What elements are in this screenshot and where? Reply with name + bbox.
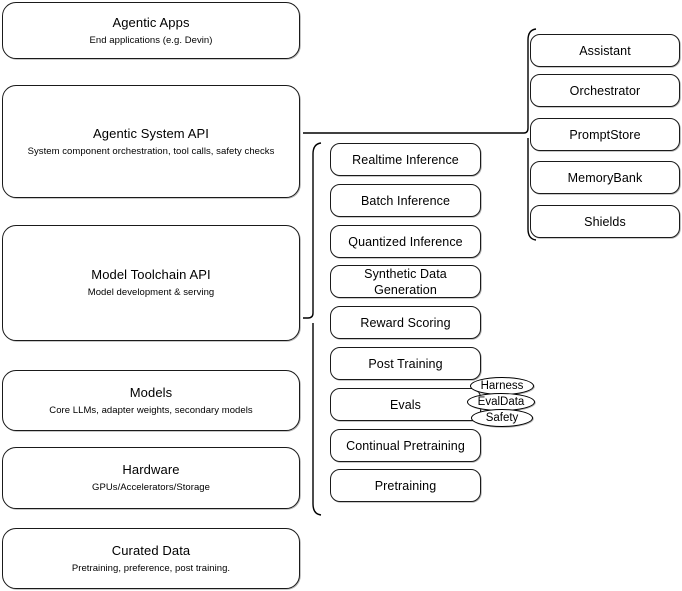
component-box-shields[interactable]: Shields — [530, 205, 680, 238]
component-box-memorybank[interactable]: MemoryBank — [530, 161, 680, 194]
layer-box-curated-data[interactable]: Curated Data Pretraining, preference, po… — [2, 528, 300, 589]
capability-label: Pretraining — [374, 478, 437, 493]
layer-title: Agentic Apps — [112, 14, 190, 30]
eval-badge-label: EvalData — [477, 396, 525, 408]
layer-box-model-toolchain-api[interactable]: Model Toolchain API Model development & … — [2, 225, 300, 341]
capability-box-realtime-inference[interactable]: Realtime Inference — [330, 143, 481, 176]
capability-box-batch-inference[interactable]: Batch Inference — [330, 184, 481, 217]
component-label: Shields — [584, 214, 626, 229]
capability-label: Reward Scoring — [360, 315, 451, 330]
layer-box-agentic-system-api[interactable]: Agentic System API System component orch… — [2, 85, 300, 198]
layer-title: Models — [129, 384, 173, 400]
layer-title: Curated Data — [111, 542, 191, 558]
component-box-promptstore[interactable]: PromptStore — [530, 118, 680, 151]
layer-subtitle: System component orchestration, tool cal… — [27, 145, 275, 157]
layer-box-models[interactable]: Models Core LLMs, adapter weights, secon… — [2, 370, 300, 431]
component-label: MemoryBank — [567, 170, 643, 185]
component-label: PromptStore — [569, 127, 641, 142]
layer-box-agentic-apps[interactable]: Agentic Apps End applications (e.g. Devi… — [2, 2, 300, 59]
layer-subtitle: Model development & serving — [87, 287, 215, 298]
capability-box-evals[interactable]: Evals — [330, 388, 481, 421]
capability-label: Batch Inference — [360, 193, 451, 208]
layer-title: Agentic System API — [93, 125, 209, 141]
capability-label: Post Training — [368, 356, 443, 371]
component-box-assistant[interactable]: Assistant — [530, 34, 680, 67]
eval-badge-evaldata[interactable]: EvalData — [467, 393, 535, 411]
capability-box-reward-scoring[interactable]: Reward Scoring — [330, 306, 481, 339]
brace-toolchain-capabilities — [303, 142, 322, 516]
component-box-orchestrator[interactable]: Orchestrator — [530, 74, 680, 107]
capability-box-pretraining[interactable]: Pretraining — [330, 469, 481, 502]
capability-box-quantized-inference[interactable]: Quantized Inference — [330, 225, 481, 258]
eval-badge-harness[interactable]: Harness — [470, 377, 534, 395]
layer-subtitle: Pretraining, preference, post training. — [71, 562, 231, 574]
layer-subtitle: Core LLMs, adapter weights, secondary mo… — [49, 404, 253, 416]
layer-subtitle: End applications (e.g. Devin) — [89, 34, 213, 46]
eval-badge-safety[interactable]: Safety — [471, 409, 533, 427]
component-label: Assistant — [579, 43, 631, 58]
capability-box-post-training[interactable]: Post Training — [330, 347, 481, 380]
capability-box-continual-pretraining[interactable]: Continual Pretraining — [330, 429, 481, 462]
capability-label: Synthetic Data Generation — [364, 266, 447, 297]
capability-label: Continual Pretraining — [346, 438, 465, 453]
layer-box-hardware[interactable]: Hardware GPUs/Accelerators/Storage — [2, 447, 300, 509]
capability-label: Quantized Inference — [348, 234, 463, 249]
component-label: Orchestrator — [569, 83, 641, 98]
eval-badge-label: Safety — [485, 412, 519, 424]
capability-label: Realtime Inference — [352, 152, 459, 167]
layer-title: Hardware — [122, 462, 180, 477]
capability-label: Evals — [389, 397, 422, 412]
layer-subtitle: GPUs/Accelerators/Storage — [92, 482, 210, 493]
capability-box-synthetic-data-generation[interactable]: Synthetic Data Generation — [330, 265, 481, 298]
layer-title: Model Toolchain API — [91, 267, 211, 282]
eval-badge-label: Harness — [480, 380, 524, 392]
